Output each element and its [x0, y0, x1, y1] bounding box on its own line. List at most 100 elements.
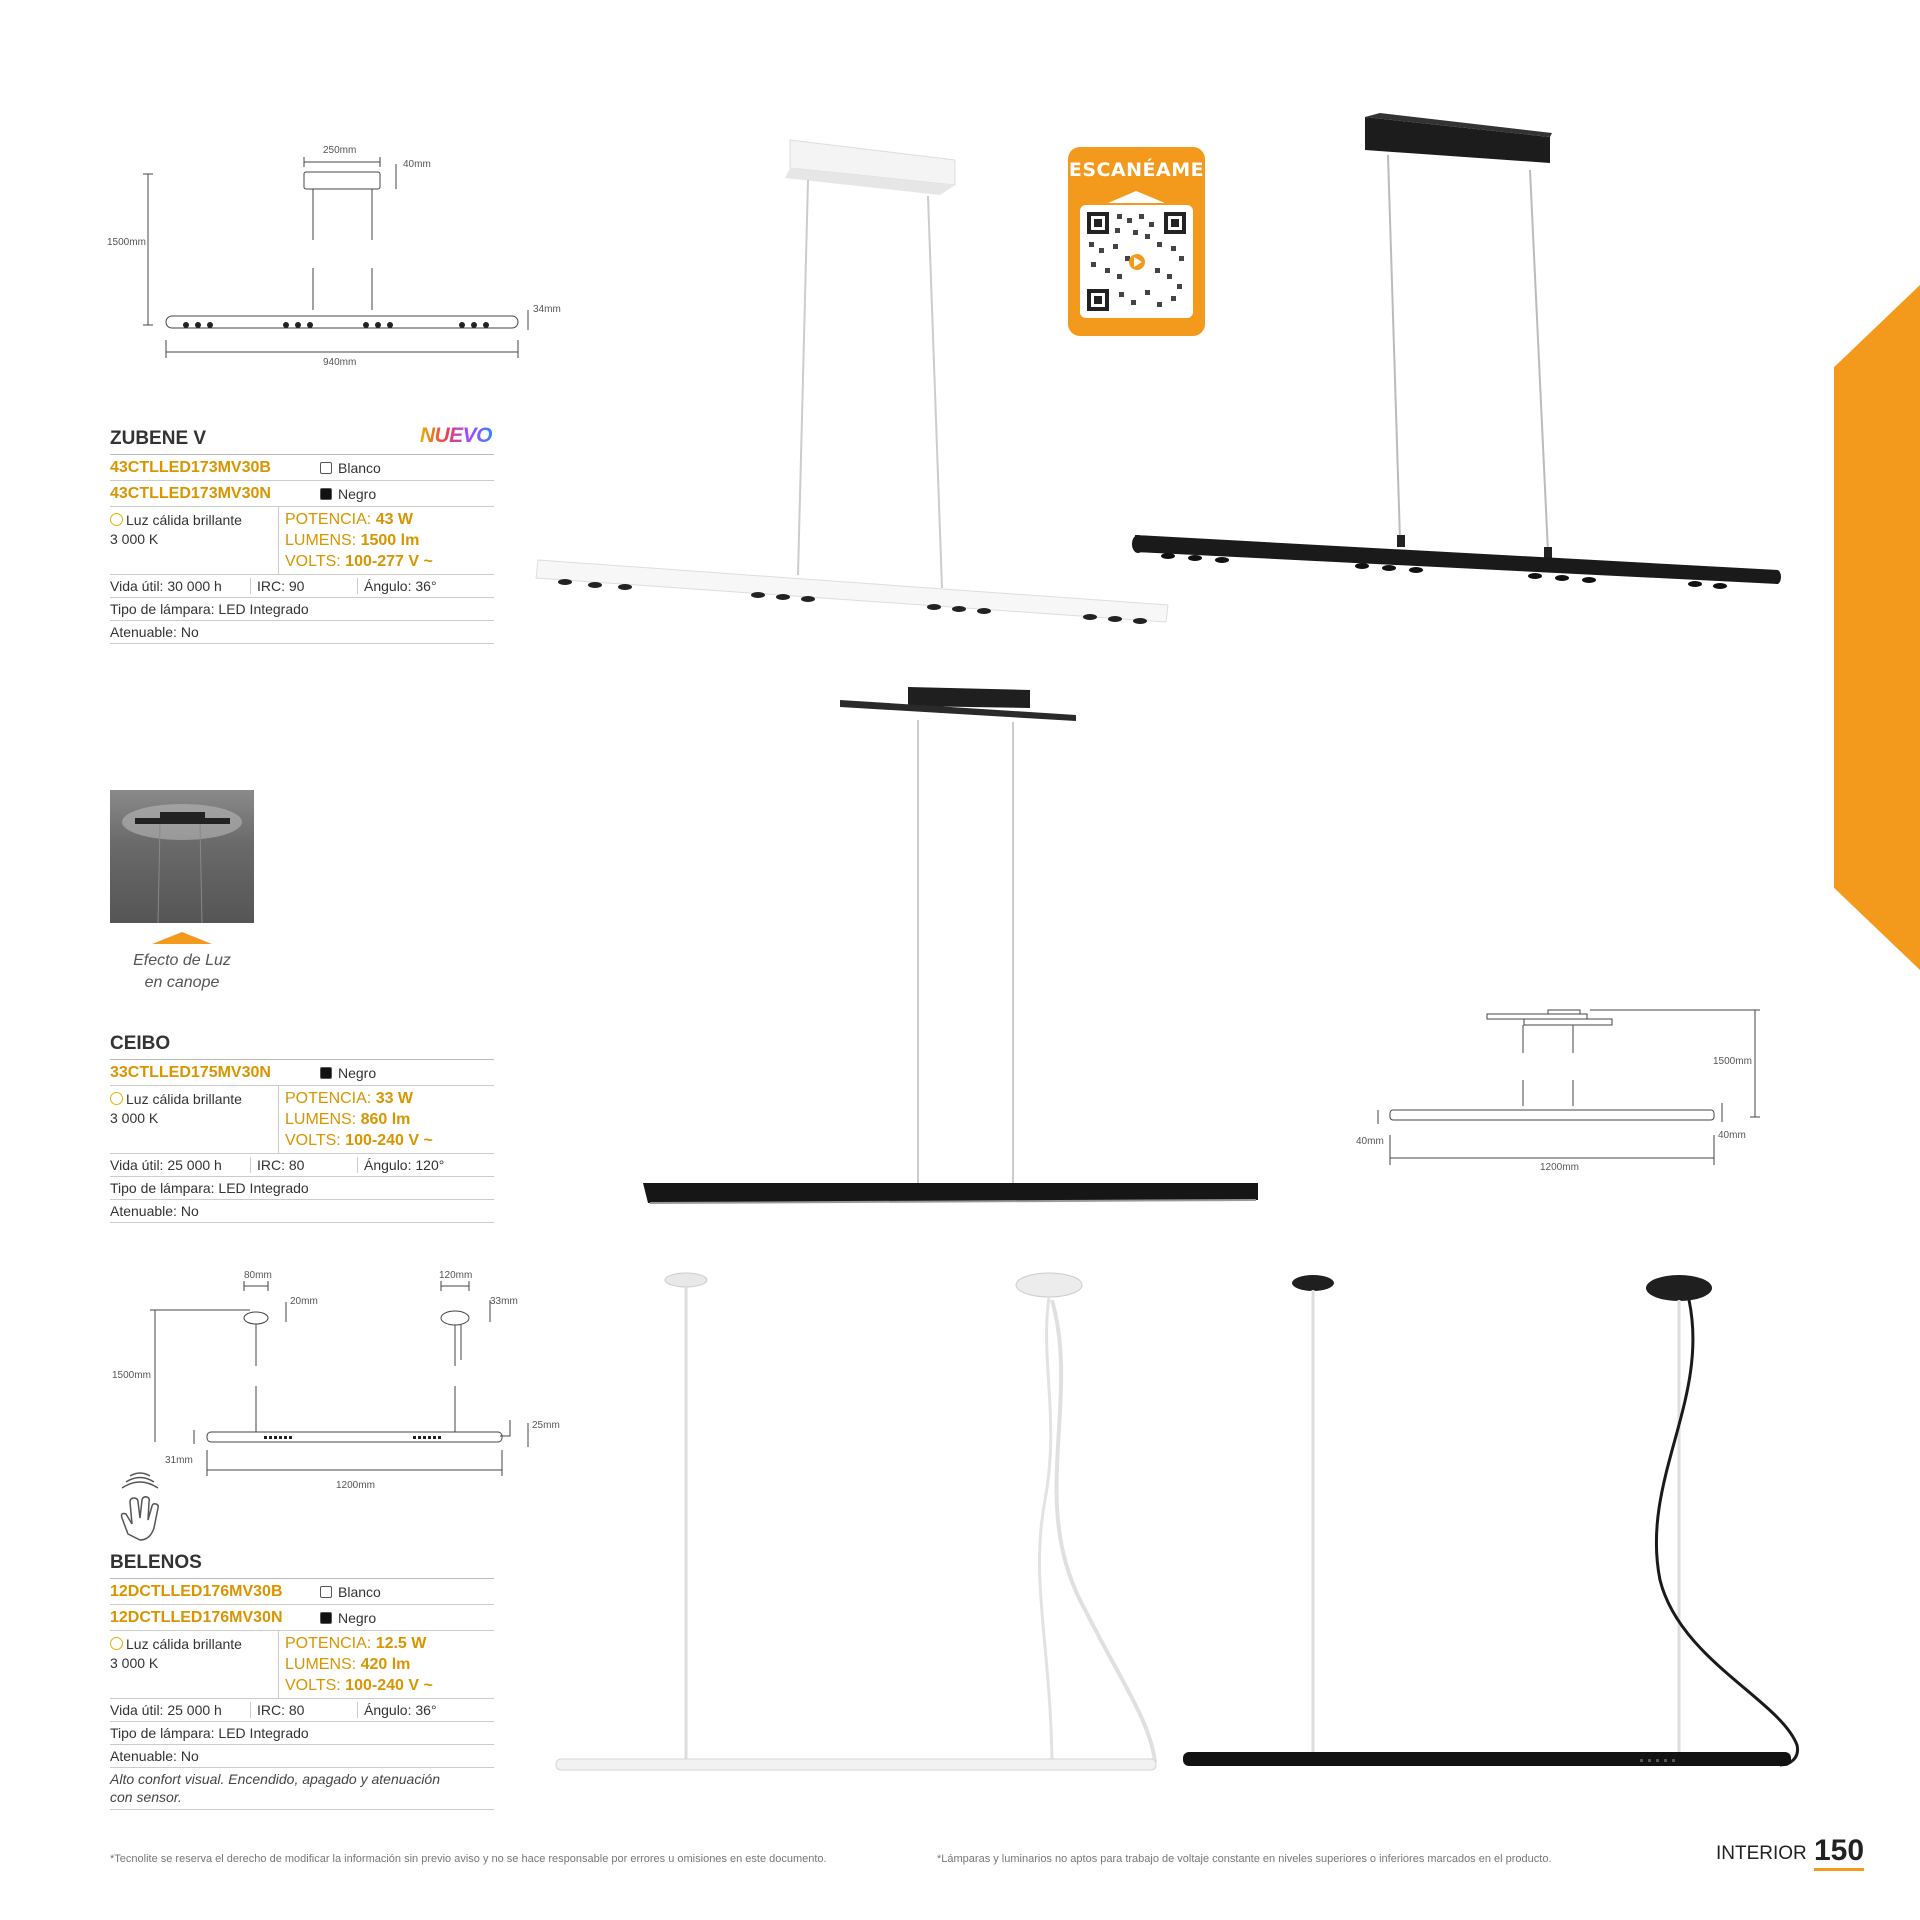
qr-arrow-icon [1108, 191, 1165, 203]
product-code-row: 43CTLLED173MV30B Blanco [110, 455, 494, 481]
lifetime: Vida útil: 30 000 h [110, 578, 251, 594]
lamp-type: Tipo de lámpara: LED Integrado [110, 1177, 494, 1200]
dim-depth-right: 25mm [532, 1420, 560, 1431]
product-code: 43CTLLED173MV30B [110, 458, 271, 476]
page-number: 150 [1814, 1834, 1865, 1871]
side-tab-decorativos: DECORATIVOS [1814, 679, 1831, 794]
dimmable: Atenuable: No [110, 1745, 494, 1768]
dim-canopy-2-height: 33mm [490, 1296, 518, 1307]
dim-depth-right: 40mm [1718, 1130, 1746, 1141]
color-name: Negro [338, 485, 377, 502]
black-swatch-icon [320, 1611, 332, 1624]
product-name: CEIBO [110, 1033, 171, 1054]
footer-disclaimer-voltage: *Lámparas y luminarios no aptos para tra… [937, 1853, 1552, 1865]
zubene-dimension-diagram: 250mm 40mm 1500mm 34mm 940mm [107, 145, 561, 368]
dim-height: 1500mm [107, 237, 146, 248]
new-badge: NUEVO [419, 424, 493, 447]
dim-width: 1200mm [1540, 1162, 1579, 1173]
belenos-white-product-image [555, 1272, 1157, 1771]
color-temperature: 3 000 K [110, 1655, 159, 1671]
light-type: Luz cálida brillante [126, 1091, 242, 1107]
belenos-spec-table: BELENOS 12DCTLLED176MV30B Blanco 12DCTLL… [110, 1552, 494, 1810]
bulb-icon [110, 1092, 123, 1105]
side-tab-hospitalidad: HOSPITALIDAD [1814, 420, 1831, 535]
lamp-type: Tipo de lámpara: LED Integrado [110, 598, 494, 621]
color-temperature: 3 000 K [110, 531, 159, 547]
product-name: ZUBENE V [110, 428, 207, 449]
product-code-row: 12DCTLLED176MV30N Negro [110, 1605, 494, 1631]
dim-height: 1500mm [1713, 1056, 1752, 1067]
black-swatch-icon [320, 1066, 332, 1079]
cri: IRC: 90 [251, 578, 358, 594]
qr-code-card[interactable]: ESCANÉAME [1068, 147, 1205, 336]
dim-canopy-2: 120mm [439, 1270, 472, 1281]
beam-angle: Ángulo: 36° [364, 578, 437, 594]
lamp-type: Tipo de lámpara: LED Integrado [110, 1722, 494, 1745]
cri: IRC: 80 [251, 1157, 358, 1173]
light-type: Luz cálida brillante [126, 1636, 242, 1652]
dim-height: 1500mm [112, 1370, 151, 1381]
lumens-value: 1500 lm [360, 532, 420, 549]
dimmable: Atenuable: No [110, 621, 494, 644]
dim-depth-canopy: 40mm [403, 159, 431, 170]
product-name: BELENOS [110, 1552, 202, 1573]
power-value: 43 W [375, 511, 414, 528]
zubene-white-product-image [535, 139, 1169, 624]
product-code-row: 43CTLLED173MV30N Negro [110, 481, 494, 507]
lumens-value: 860 lm [360, 1111, 411, 1128]
side-tab-suspendidos: SUSPENDIDOS [1814, 549, 1831, 665]
beam-angle: Ángulo: 120° [364, 1157, 445, 1173]
product-note: Alto confort visual. Encendido, apagado … [110, 1768, 494, 1810]
dim-width-bar: 940mm [323, 357, 356, 368]
dim-depth-left: 40mm [1356, 1136, 1384, 1147]
dim-canopy-1-height: 20mm [290, 1296, 318, 1307]
dim-width: 1200mm [336, 1480, 375, 1491]
power-value: 33 W [375, 1090, 414, 1107]
motion-sensor-icon [120, 1472, 159, 1541]
section-label: INTERIOR [1716, 1843, 1807, 1864]
volts-value: 100-240 V ~ [345, 1677, 433, 1694]
lumens-value: 420 lm [360, 1656, 411, 1673]
beam-angle: Ángulo: 36° [364, 1702, 437, 1718]
product-code: 33CTLLED175MV30N [110, 1063, 271, 1081]
qr-code-icon [1080, 205, 1193, 318]
color-name: Negro [338, 1064, 377, 1081]
ceibo-light-effect-photo [110, 790, 254, 924]
product-code-row: 33CTLLED175MV30N Negro [110, 1060, 494, 1086]
color-name: Blanco [338, 1583, 381, 1600]
light-effect-caption: Efecto de Luz en canope [133, 952, 231, 991]
light-type: Luz cálida brillante [126, 512, 242, 528]
color-name: Blanco [338, 459, 381, 476]
dim-depth-left: 31mm [165, 1455, 193, 1466]
volts-value: 100-240 V ~ [345, 1132, 433, 1149]
volts-value: 100-277 V ~ [345, 553, 433, 570]
lifetime: Vida útil: 25 000 h [110, 1157, 251, 1173]
footer-disclaimer: *Tecnolite se reserva el derecho de modi… [110, 1853, 827, 1865]
ceibo-dimension-diagram: 1500mm 40mm 40mm 1200mm [1356, 1009, 1760, 1173]
ceibo-spec-table: CEIBO 33CTLLED175MV30N Negro Luz cálida … [110, 1033, 494, 1223]
color-name: Negro [338, 1609, 377, 1626]
lifetime: Vida útil: 25 000 h [110, 1702, 251, 1718]
dim-width-canopy: 250mm [323, 145, 356, 156]
color-temperature: 3 000 K [110, 1110, 159, 1126]
caption-arrow-icon [152, 932, 212, 944]
product-code: 12DCTLLED176MV30B [110, 1582, 283, 1600]
belenos-dimension-diagram: 80mm 20mm 120mm 33mm 1500mm 31mm 25mm 12… [112, 1270, 560, 1491]
dim-depth-bar: 34mm [533, 304, 561, 315]
qr-label: ESCANÉAME [1068, 159, 1205, 181]
product-code: 43CTLLED173MV30N [110, 484, 271, 502]
white-swatch-icon [320, 1585, 332, 1598]
ceibo-product-image [643, 687, 1258, 1204]
bulb-icon [110, 513, 123, 526]
zubene-black-product-image [1132, 113, 1781, 589]
white-swatch-icon [320, 461, 332, 474]
cri: IRC: 80 [251, 1702, 358, 1718]
product-code-row: 12DCTLLED176MV30B Blanco [110, 1579, 494, 1605]
dim-canopy-1: 80mm [244, 1270, 272, 1281]
black-swatch-icon [320, 487, 332, 500]
dimmable: Atenuable: No [110, 1200, 494, 1223]
section-side-tab [1834, 285, 1920, 970]
product-code: 12DCTLLED176MV30N [110, 1608, 283, 1626]
belenos-black-product-image [1183, 1275, 1800, 1767]
bulb-icon [110, 1637, 123, 1650]
